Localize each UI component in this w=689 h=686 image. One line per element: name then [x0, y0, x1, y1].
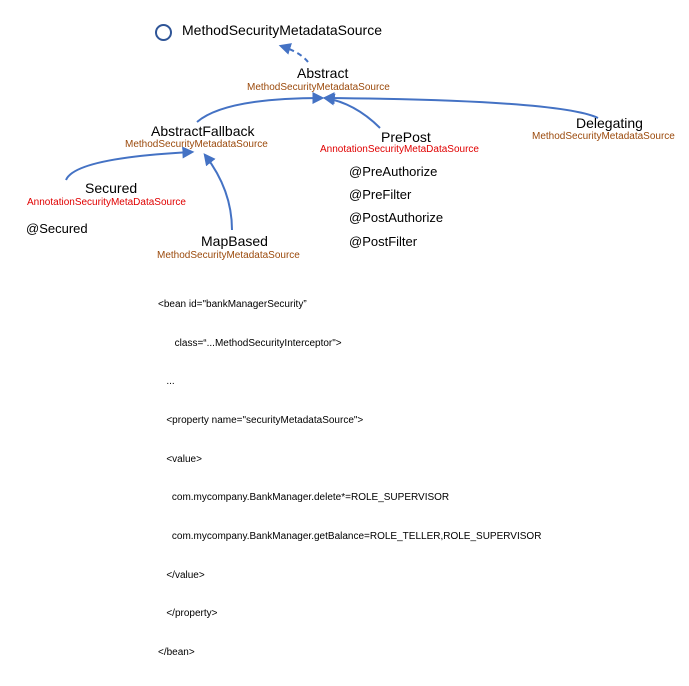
- code-line: ...: [158, 376, 175, 388]
- arrow-delegating-to-abstract: [322, 92, 599, 119]
- code-line: </value>: [158, 569, 205, 581]
- mapbased-subtitle: MethodSecurityMetadataSource: [157, 250, 300, 261]
- secured-name: Secured: [85, 180, 138, 196]
- abstractfallback-subtitle: MethodSecurityMetadataSource: [125, 139, 268, 150]
- code-line: <value>: [158, 453, 202, 465]
- code-line: <bean id="bankManagerSecurity”: [158, 298, 307, 310]
- secured-subtitle: AnnotationSecurityMetaDataSource: [27, 197, 186, 208]
- arrow-mapbased-to-abstractfallback: [203, 153, 233, 231]
- arrow-abstractfallback-to-abstract: [196, 92, 325, 123]
- class-hierarchy-diagram: MethodSecurityMetadataSource Abstract Me…: [26, 22, 675, 658]
- code-line: </property>: [158, 608, 218, 620]
- code-line: com.mycompany.BankManager.getBalance=ROL…: [158, 531, 542, 543]
- annotation-prefilter: @PreFilter: [349, 187, 412, 202]
- delegating-subtitle: MethodSecurityMetadataSource: [532, 131, 675, 142]
- arrow-prepost-to-abstract: [322, 93, 381, 129]
- bean-config-xml: <bean id="bankManagerSecurity” class=“..…: [158, 273, 541, 686]
- code-line: <property name="securityMetadataSource">: [158, 414, 364, 426]
- abstract-subtitle: MethodSecurityMetadataSource: [247, 82, 390, 93]
- code-line: </bean>: [158, 647, 195, 659]
- abstract-name: Abstract: [297, 65, 349, 81]
- mapbased-name: MapBased: [201, 233, 268, 249]
- arrow-secured-to-abstractfallback: [65, 146, 195, 181]
- code-line: class=“...MethodSecurityInterceptor">: [158, 337, 342, 349]
- prepost-name: PrePost: [381, 129, 431, 145]
- inheritance-arrows: [65, 43, 599, 231]
- annotation-secured: @Secured: [26, 221, 88, 236]
- delegating-name: Delegating: [576, 115, 643, 131]
- annotation-postauthorize: @PostAuthorize: [349, 210, 444, 225]
- abstractfallback-name: AbstractFallback: [151, 123, 255, 139]
- code-line: com.mycompany.BankManager.delete*=ROLE_S…: [158, 492, 450, 504]
- prepost-subtitle: AnnotationSecurityMetaDataSource: [320, 144, 479, 155]
- root-interface-name: MethodSecurityMetadataSource: [182, 22, 382, 38]
- interface-circle-icon: [155, 24, 172, 41]
- arrow-abstract-to-root: [278, 43, 309, 63]
- annotation-postfilter: @PostFilter: [349, 234, 418, 249]
- annotation-preauthorize: @PreAuthorize: [349, 164, 438, 179]
